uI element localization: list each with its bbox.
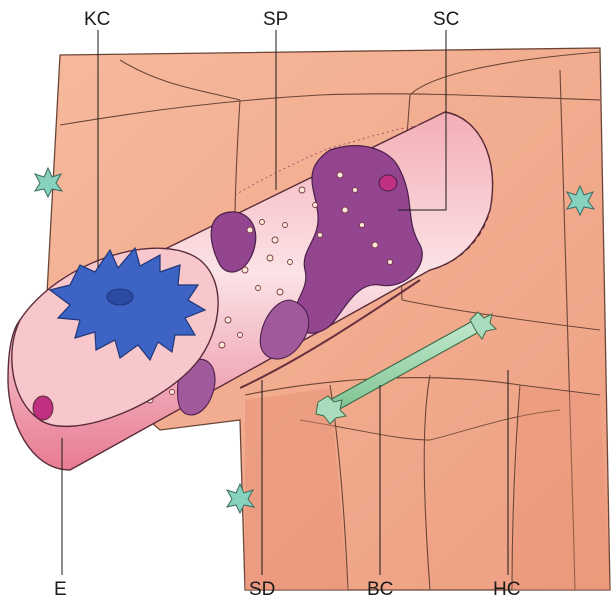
label-sd: SD (249, 580, 275, 599)
label-e: E (54, 580, 67, 599)
label-sc: SC (433, 10, 459, 29)
label-hc: HC (493, 580, 520, 599)
label-kc: KC (84, 10, 110, 29)
label-sp: SP (263, 10, 288, 29)
label-bc: BC (367, 580, 393, 599)
